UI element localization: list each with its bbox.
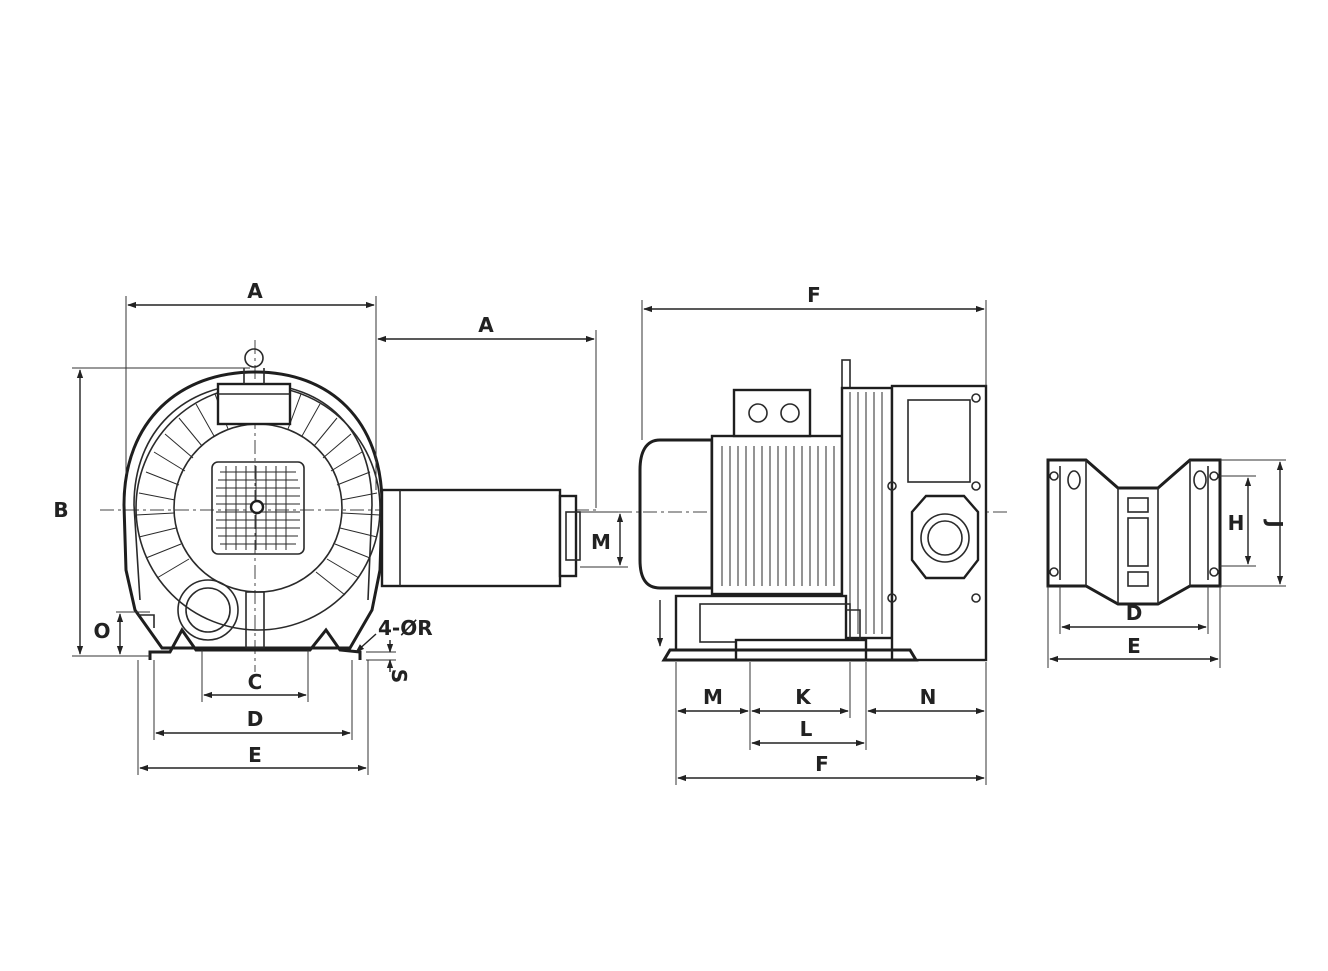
dim-label-c: C	[248, 670, 263, 694]
dim-label-f-bottom: F	[815, 752, 829, 776]
mount-holes-label: 4-ØR	[378, 616, 433, 640]
dim-label-b: B	[53, 498, 68, 522]
dim-label-e-bracket: E	[1127, 634, 1141, 658]
dim-label-n: N	[920, 685, 937, 709]
dim-label-s: S	[387, 669, 411, 683]
dim-label-m-side: M	[703, 685, 723, 709]
dim-label-f-top: F	[807, 283, 821, 307]
bracket-view	[1046, 458, 1222, 606]
dim-label-a-motor: A	[478, 313, 494, 337]
dim-label-k: K	[795, 685, 812, 709]
side-view	[618, 359, 1010, 662]
dim-label-a-top: A	[247, 279, 263, 303]
bracket-view-dimensions: H J D E	[1047, 459, 1287, 668]
side-view-dimensions: F M K N L F	[641, 283, 987, 785]
dim-label-d-bracket: D	[1126, 601, 1143, 625]
dim-label-h: H	[1228, 511, 1245, 535]
blower-fins	[849, 392, 883, 634]
front-view	[100, 340, 600, 672]
dim-label-j: J	[1263, 518, 1287, 527]
motor-fins	[721, 446, 835, 586]
front-view-dimensions: A A B M O 4-ØR S C D E	[53, 279, 628, 775]
dim-label-e-front: E	[248, 743, 262, 767]
dim-label-l: L	[800, 717, 813, 741]
dim-label-m-front: M	[591, 530, 611, 554]
dim-label-o: O	[93, 619, 110, 643]
dim-label-d-front: D	[247, 707, 264, 731]
